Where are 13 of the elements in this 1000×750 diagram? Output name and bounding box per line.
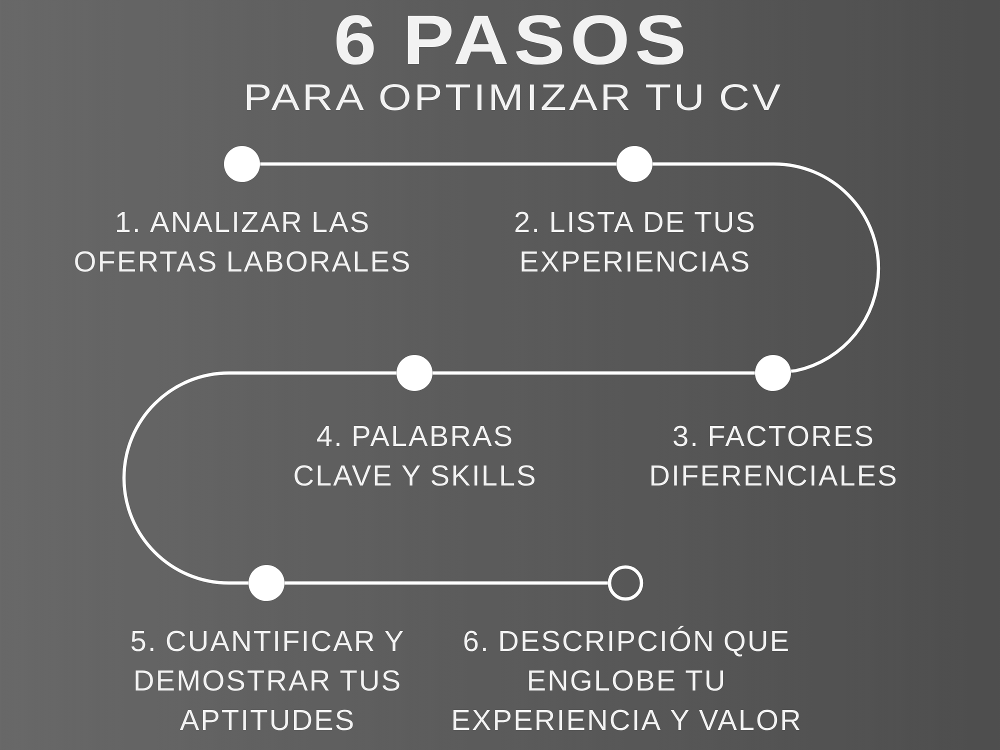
step-label: 2. LISTA DE TUS EXPERIENCIAS <box>515 212 754 272</box>
step-label: 5. CUANTIFICAR Y DEMOSTRAR TUS APTITUDES <box>131 630 404 730</box>
connector-line <box>432 371 755 375</box>
connector-line <box>260 162 616 166</box>
connector-line <box>284 581 608 585</box>
connector-line <box>652 162 880 373</box>
step-label: 3. FACTORES DIFERENCIALES <box>651 426 896 486</box>
step-label: 4. PALABRAS CLAVE Y SKILLS <box>294 426 534 486</box>
step-label: 1. ANALIZAR LAS OFERTAS LABORALES <box>75 212 409 272</box>
title: 6 PASOS <box>336 15 684 65</box>
connector-line <box>122 371 396 585</box>
subtitle: PARA OPTIMIZAR TU CV <box>246 84 780 110</box>
step-label: 6. DESCRIPCIÓN QUE ENGLOBE TU EXPERIENCIA Y VALOR <box>453 626 800 730</box>
